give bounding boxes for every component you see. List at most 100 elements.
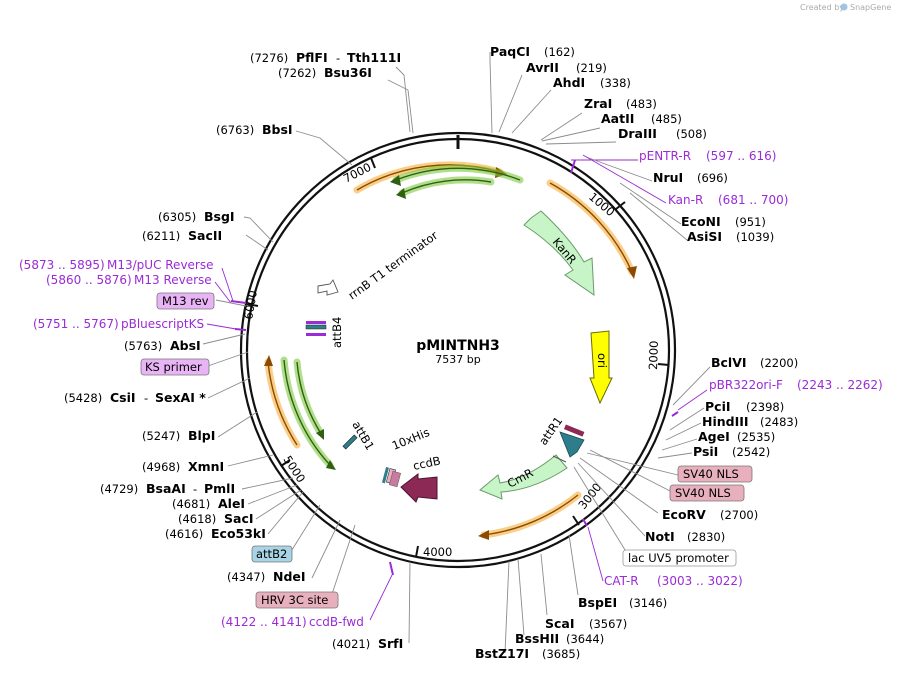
ks-primer-box[interactable] xyxy=(140,358,210,376)
attb2-box[interactable] xyxy=(251,545,293,563)
orf-arc-top-green-2 xyxy=(398,176,495,197)
sv40-nls-box-2[interactable] xyxy=(669,484,745,502)
site-draiii-pos: (508) xyxy=(676,127,707,141)
site-separator-3: - xyxy=(193,482,197,496)
site-bspei[interactable]: BspEI xyxy=(578,595,617,610)
site-sacii[interactable]: SacII xyxy=(188,228,222,243)
site-bsshii[interactable]: BssHII xyxy=(515,631,559,646)
site-bsaai-pos: (4729) xyxy=(100,482,138,496)
attb1-mark[interactable] xyxy=(342,434,358,450)
site-noti[interactable]: NotI xyxy=(645,529,675,544)
site-separator-2: - xyxy=(144,391,148,405)
attb4-mark[interactable] xyxy=(305,324,327,330)
lac-uv5-promoter-label: lac UV5 promoter xyxy=(628,551,729,565)
primer-cat-r[interactable]: CAT-R xyxy=(604,574,639,588)
hrv-3c-site-box[interactable] xyxy=(255,591,339,609)
site-asisi[interactable]: AsiSI xyxy=(687,229,722,244)
ndei-mark xyxy=(389,470,401,488)
site-xmni[interactable]: XmnI xyxy=(188,459,224,474)
site-ecorv[interactable]: EcoRV xyxy=(662,507,706,522)
site-csii-pos: (5428) xyxy=(64,391,102,405)
site-eco53ki[interactable]: Eco53kI xyxy=(211,526,266,541)
site-zrai[interactable]: ZraI xyxy=(584,96,612,111)
site-ndei-pos: (4347) xyxy=(227,570,265,584)
rrnb-terminator-arrow[interactable] xyxy=(317,279,339,296)
site-bsaai[interactable]: BsaAI xyxy=(146,481,186,496)
tick-2000: 2000 xyxy=(646,340,661,370)
site-psii[interactable]: PsiI xyxy=(693,444,718,459)
lac-uv5-promoter-box[interactable] xyxy=(622,549,737,567)
site-pflfi-pos: (7276) xyxy=(250,51,288,65)
primer-m13puc-rev[interactable]: M13/pUC Reverse xyxy=(107,258,214,272)
site-hindiii[interactable]: HindIII xyxy=(702,414,749,429)
primer-ccdb-fwd[interactable]: ccdB-fwd xyxy=(309,615,364,629)
site-tth111i[interactable]: Tth111I xyxy=(347,50,401,65)
primer-pentr-r[interactable]: pENTR-R xyxy=(639,149,691,163)
primer-kan-r-pos: (681 .. 700) xyxy=(718,193,788,207)
site-pcii[interactable]: PciI xyxy=(705,399,731,414)
site-sexai[interactable]: SexAI * xyxy=(155,390,206,405)
primer-pbr322ori-f[interactable]: pBR322ori-F xyxy=(709,378,783,392)
primer-pbluescriptks-pos: (5751 .. 5767) xyxy=(33,317,119,331)
attr1-arrow[interactable] xyxy=(559,431,585,458)
site-absi[interactable]: AbsI xyxy=(170,338,201,353)
site-nrui[interactable]: NruI xyxy=(653,170,683,185)
site-bclvi[interactable]: BclVI xyxy=(711,355,747,370)
primer-kan-r[interactable]: Kan-R xyxy=(668,193,703,207)
site-aatii[interactable]: AatII xyxy=(601,111,634,126)
site-sacii-pos: (6211) xyxy=(142,229,180,243)
primer-m13puc-rev-pos: (5873 .. 5895) xyxy=(19,258,105,272)
primer-m13-reverse[interactable]: M13 Reverse xyxy=(134,273,212,287)
site-bstz17i[interactable]: BstZ17I xyxy=(475,646,529,661)
site-saci-pos: (4618) xyxy=(178,512,216,526)
primer-ccdb-fwd-pos: (4122 .. 4141) xyxy=(221,615,307,629)
site-csii[interactable]: CsiI xyxy=(110,390,136,405)
site-separator-1: - xyxy=(336,51,340,65)
site-ndei[interactable]: NdeI xyxy=(273,569,306,584)
sv40-nls-box-1[interactable] xyxy=(677,465,753,483)
site-paqci[interactable]: PaqCI xyxy=(490,44,530,59)
site-srfi[interactable]: SrfI xyxy=(378,636,403,651)
site-ahdi-pos: (338) xyxy=(600,76,631,90)
site-pflfi[interactable]: PflFI xyxy=(296,50,328,65)
site-avrii[interactable]: AvrII xyxy=(526,60,559,75)
leader-lines-right xyxy=(489,52,711,654)
site-aatii-pos: (485) xyxy=(651,112,682,126)
sv40-nls-label-1: SV40 NLS xyxy=(683,467,739,481)
kanr-arrow[interactable] xyxy=(523,210,595,296)
site-econi[interactable]: EcoNI xyxy=(681,214,721,229)
site-bbsi-pos: (6763) xyxy=(216,123,254,137)
orf-arcs xyxy=(264,161,637,540)
site-bsgi-pos: (6305) xyxy=(158,210,196,224)
ori-label: ori xyxy=(595,353,609,368)
site-bspei-pos: (3146) xyxy=(629,596,667,610)
ccdb-arrow[interactable] xyxy=(400,472,438,503)
credit-brand: SnapGene xyxy=(850,3,891,12)
site-draiii[interactable]: DraIII xyxy=(618,126,657,141)
site-bstz17i-pos: (3685) xyxy=(542,647,580,661)
site-bbsi[interactable]: BbsI xyxy=(262,122,293,137)
site-pmli[interactable]: PmlI xyxy=(204,481,235,496)
site-agei[interactable]: AgeI xyxy=(698,429,730,444)
site-zrai-pos: (483) xyxy=(626,97,657,111)
left-site-labels: (7276) PflFI - Tth111I (7262) Bsu36I (67… xyxy=(19,50,403,651)
m13-rev-box[interactable] xyxy=(156,292,215,310)
primer-pbluescriptks[interactable]: pBluescriptKS xyxy=(121,317,204,331)
site-blpi[interactable]: BlpI xyxy=(188,428,215,443)
site-bsgi[interactable]: BsgI xyxy=(204,209,235,224)
site-pcii-pos: (2398) xyxy=(746,400,784,414)
site-ahdi[interactable]: AhdI xyxy=(553,75,585,90)
ks-primer-label: KS primer xyxy=(145,360,202,374)
ori-arrow[interactable] xyxy=(589,330,613,405)
site-saci[interactable]: SacI xyxy=(224,511,254,526)
site-bsu36i[interactable]: Bsu36I xyxy=(324,65,372,80)
rrnb-label: rrnB T1 terminator xyxy=(346,228,441,302)
site-alei[interactable]: AleI xyxy=(218,496,245,511)
site-scai[interactable]: ScaI xyxy=(545,616,575,631)
cmr-arrow[interactable] xyxy=(479,454,568,500)
tick-6000: 6000 xyxy=(241,289,260,320)
site-nrui-pos: (696) xyxy=(697,171,728,185)
site-noti-pos: (2830) xyxy=(687,530,725,544)
his-label: 10xHis xyxy=(390,425,432,453)
